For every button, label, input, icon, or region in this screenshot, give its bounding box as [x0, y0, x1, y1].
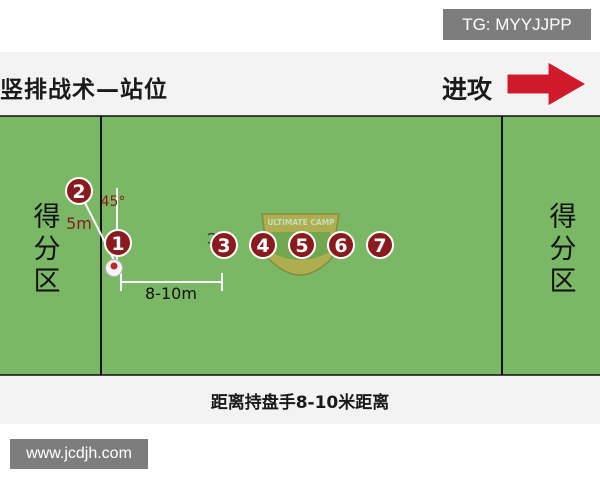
player-number: 1: [111, 233, 124, 255]
player-marker-1: 1: [104, 229, 132, 257]
endzone-right-char-2: 分: [550, 234, 577, 265]
player-marker-3: 3: [210, 231, 238, 259]
endzone-left-char-1: 得: [34, 202, 61, 233]
player-number: 6: [334, 235, 347, 257]
endzone-left-char-2: 分: [34, 234, 61, 265]
player-number: 7: [373, 235, 386, 257]
distance-stack-label: 8-10m: [145, 284, 197, 303]
player-number: 5: [295, 235, 308, 257]
footer-caption: 距离持盘手8-10米距离: [210, 393, 390, 413]
player-number: 4: [256, 235, 269, 257]
player-marker-5: 5: [288, 231, 316, 259]
player-number: 2: [72, 181, 85, 203]
player-number: 3: [217, 235, 230, 257]
attack-direction-label: 进攻: [442, 75, 493, 104]
angle-label: 45°: [101, 194, 126, 210]
disc-icon: [105, 259, 123, 277]
telegram-watermark: TG: MYYJJPP: [443, 9, 591, 40]
endzone-left-char-3: 区: [34, 266, 61, 297]
distance-5m-label: 5m: [66, 214, 92, 233]
camp-logo-text: ULTIMATE CAMP: [267, 218, 335, 227]
endzone-right-char-3: 区: [550, 266, 577, 297]
player-marker-2: 2: [65, 177, 93, 205]
attack-arrow-icon: [506, 61, 587, 107]
player-marker-7: 7: [366, 231, 394, 259]
endzone-right-char-1: 得: [550, 202, 577, 233]
player-marker-6: 6: [327, 231, 355, 259]
diagram-title: 竖排战术—站位: [0, 77, 168, 103]
website-watermark: www.jcdjh.com: [10, 439, 148, 469]
player-marker-4: 4: [249, 231, 277, 259]
